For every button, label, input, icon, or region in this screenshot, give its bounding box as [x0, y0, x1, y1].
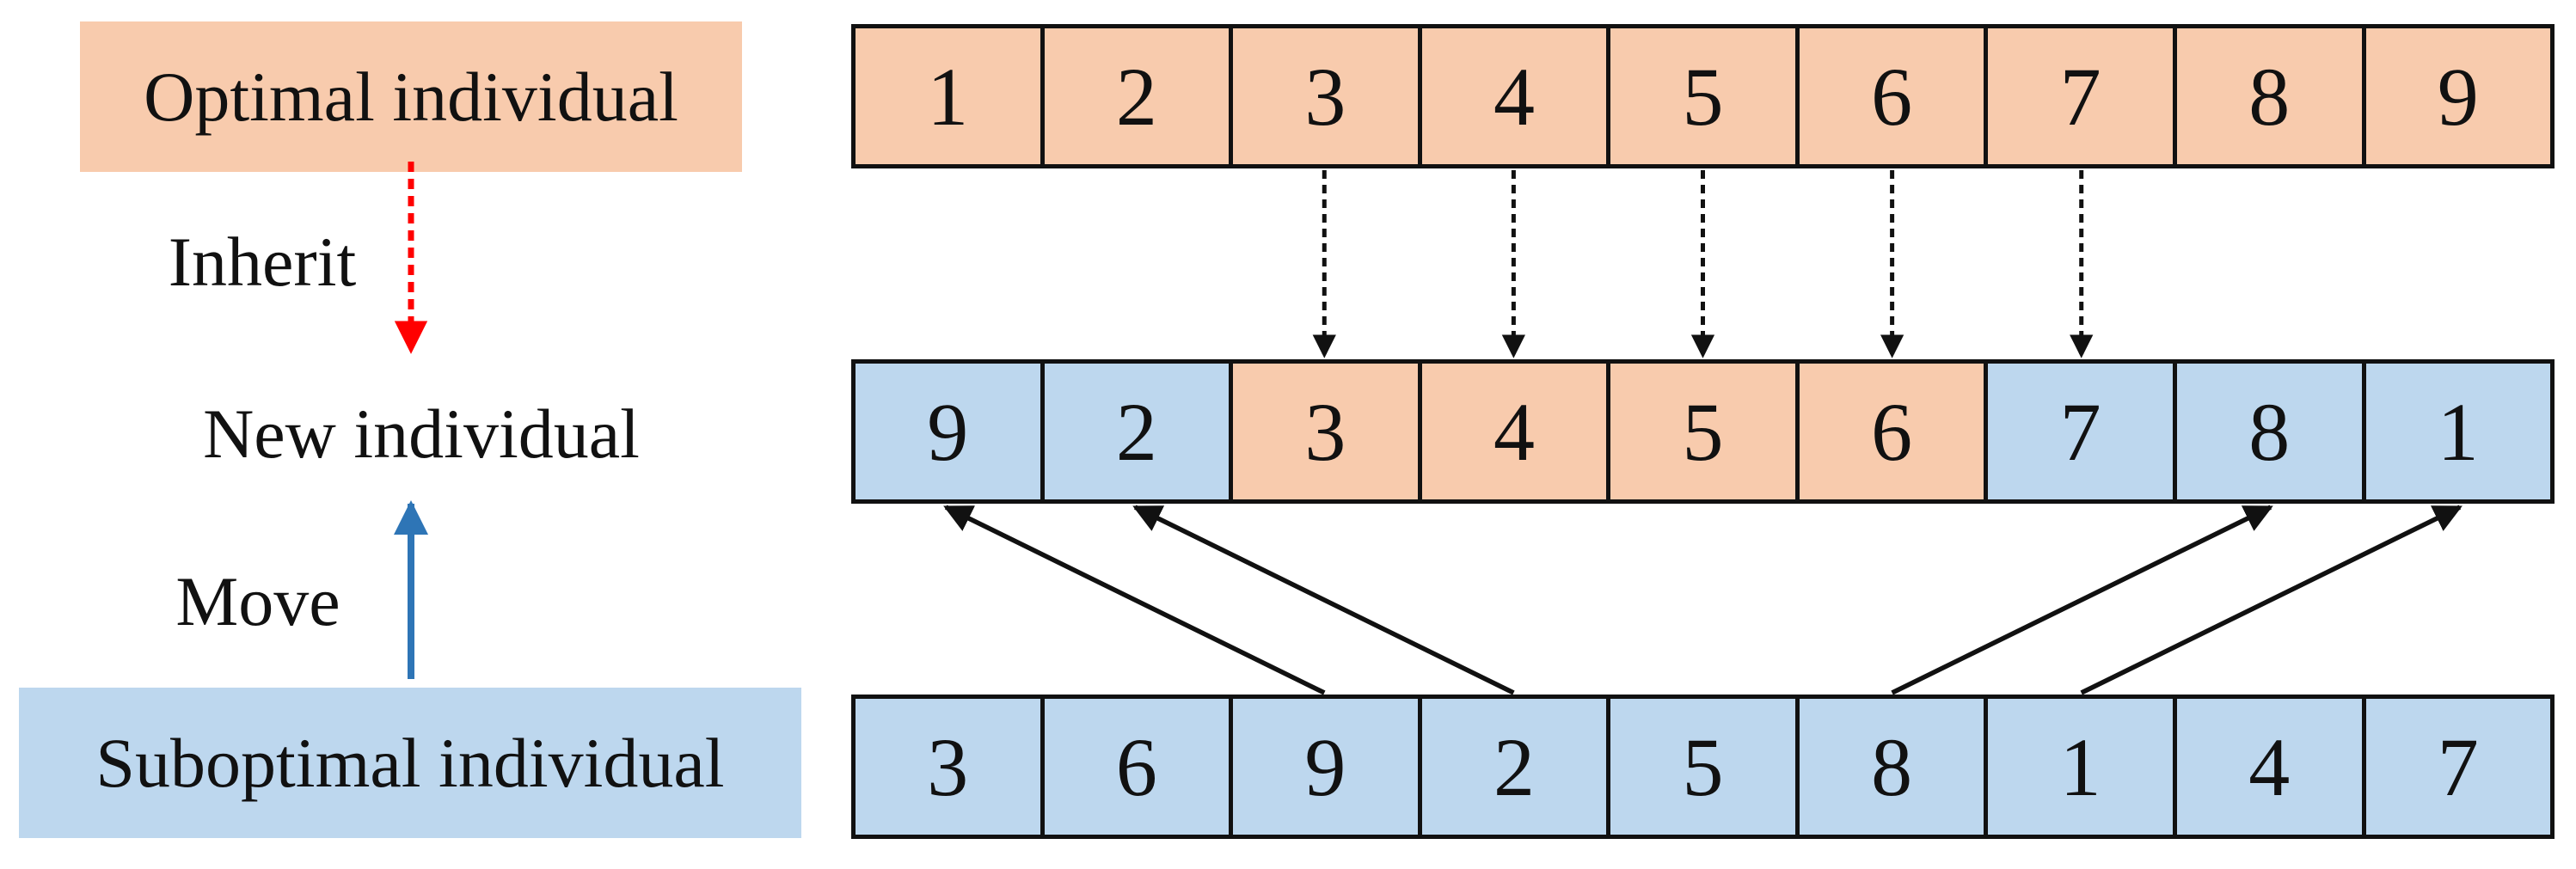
new-individual-label: New individual — [155, 387, 688, 481]
suboptimal-gene-cell: 3 — [856, 699, 1045, 835]
new-gene-cell: 6 — [1799, 364, 1989, 499]
suboptimal-gene-cell: 2 — [1421, 699, 1611, 835]
suboptimal-gene-cell: 1 — [1988, 699, 2177, 835]
suboptimal-gene-cell: 7 — [2365, 699, 2551, 835]
suboptimal-individual-text: Suboptimal individual — [95, 723, 725, 802]
move-link-arrow — [1891, 505, 2273, 695]
suboptimal-gene-cell: 9 — [1233, 699, 1422, 835]
optimal-gene-cell: 9 — [2365, 28, 2551, 164]
move-link-arrow — [2080, 505, 2463, 695]
move-text: Move — [175, 562, 340, 640]
optimal-gene-cell: 3 — [1233, 28, 1422, 164]
new-gene-cell: 8 — [2176, 364, 2366, 499]
optimal-gene-cell: 5 — [1610, 28, 1800, 164]
suboptimal-gene-cell: 6 — [1044, 699, 1234, 835]
new-gene-cell: 7 — [1988, 364, 2177, 499]
inherit-links-group — [1312, 170, 2094, 358]
optimal-gene-cell: 4 — [1421, 28, 1611, 164]
move-link-arrow — [943, 505, 1326, 695]
new-gene-cell: 4 — [1421, 364, 1611, 499]
optimal-gene-cell: 8 — [2176, 28, 2366, 164]
suboptimal-gene-cell: 8 — [1799, 699, 1989, 835]
new-gene-cell: 5 — [1610, 364, 1800, 499]
inherit-text: Inherit — [168, 223, 357, 301]
new-gene-cell: 9 — [856, 364, 1045, 499]
suboptimal-gene-cell: 5 — [1610, 699, 1800, 835]
new-gene-cell: 2 — [1044, 364, 1234, 499]
suboptimal-individual-label: Suboptimal individual — [19, 688, 801, 838]
new-gene-cell: 3 — [1233, 364, 1422, 499]
new-gene-cell: 1 — [2365, 364, 2551, 499]
optimal-individual-text: Optimal individual — [144, 57, 678, 136]
optimal-gene-cell: 1 — [856, 28, 1045, 164]
suboptimal-gene-cell: 4 — [2176, 699, 2366, 835]
optimal-gene-cell: 6 — [1799, 28, 1989, 164]
optimal-gene-cell: 7 — [1988, 28, 2177, 164]
inherit-label: Inherit — [146, 219, 378, 305]
move-label: Move — [146, 559, 370, 645]
move-link-arrow — [1132, 505, 1515, 695]
new-individual-text: New individual — [203, 395, 640, 473]
optimal-individual-label: Optimal individual — [80, 21, 742, 172]
optimal-gene-cell: 2 — [1044, 28, 1234, 164]
move-links-group — [943, 505, 2463, 695]
